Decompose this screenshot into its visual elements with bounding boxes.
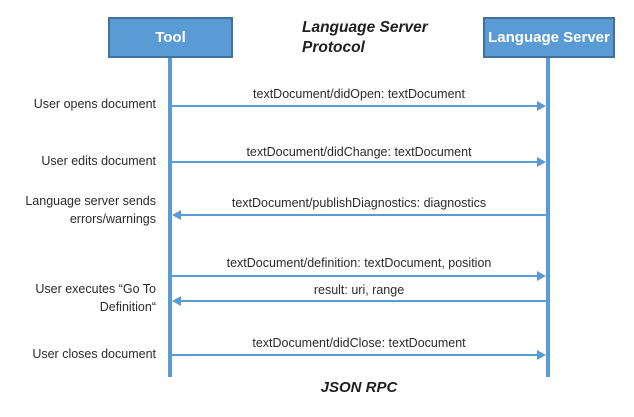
arrowhead-left-icon: [172, 296, 181, 306]
lifeline-tool: [168, 58, 172, 377]
message-label-definition: textDocument/definition: textDocument, p…: [226, 256, 492, 270]
diagram-title-line2: Protocol: [302, 39, 365, 56]
actor-box-language-server: Language Server: [483, 17, 615, 58]
arrow-line: [172, 161, 538, 163]
arrow-line: [180, 214, 546, 216]
side-label-language-server-sends-errors: Language server sends errors/warnings: [25, 194, 156, 226]
arrowhead-right-icon: [537, 101, 546, 111]
message-arrow-didclose: [172, 350, 546, 360]
message-arrow-result: [172, 296, 546, 306]
arrow-line: [172, 275, 538, 277]
lifeline-language-server: [546, 58, 550, 377]
message-arrow-publishdiagnostics: [172, 210, 546, 220]
side-label-user-executes-go-to-definition: User executes “Go To Definition“: [35, 282, 156, 314]
message-label-didchange: textDocument/didChange: textDocument: [246, 145, 472, 159]
message-label-didclose: textDocument/didClose: textDocument: [252, 336, 466, 350]
side-label-user-edits-document: User edits document: [41, 154, 156, 168]
arrow-line: [172, 105, 538, 107]
diagram-title: Language Server Protocol: [302, 18, 428, 58]
actor-box-tool: Tool: [108, 17, 233, 58]
message-label-publishdiagnostics: textDocument/publishDiagnostics: diagnos…: [231, 196, 487, 210]
actor-label-tool: Tool: [155, 29, 186, 46]
arrow-line: [180, 300, 546, 302]
diagram-title-line1: Language Server: [302, 19, 428, 36]
side-label-user-opens-document: User opens document: [33, 97, 156, 111]
message-label-result: result: uri, range: [313, 283, 405, 297]
actor-label-language-server: Language Server: [488, 29, 610, 46]
arrowhead-left-icon: [172, 210, 181, 220]
arrow-line: [172, 354, 538, 356]
message-arrow-didchange: [172, 157, 546, 167]
message-label-didopen: textDocument/didOpen: textDocument: [253, 87, 465, 101]
arrowhead-right-icon: [537, 350, 546, 360]
arrowhead-right-icon: [537, 157, 546, 167]
message-arrow-didopen: [172, 101, 546, 111]
arrowhead-right-icon: [537, 271, 546, 281]
footer-label: JSON RPC: [320, 379, 398, 396]
side-label-user-closes-document: User closes document: [32, 347, 156, 361]
message-arrow-definition: [172, 271, 546, 281]
